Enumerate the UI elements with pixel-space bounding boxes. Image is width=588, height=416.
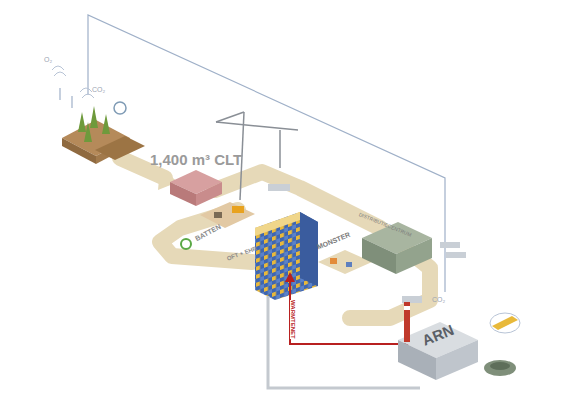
illustration-label: WARMTENET (289, 300, 296, 339)
heat-line (285, 272, 410, 344)
arn-plant (398, 302, 478, 380)
illustration-label: 1,400 m³ CLT (150, 152, 242, 169)
illustration-label: MONSTER (316, 231, 351, 251)
forest (62, 102, 145, 164)
tank (490, 362, 510, 370)
air-symbol (52, 66, 94, 98)
cycle-line (60, 15, 445, 292)
truck (268, 184, 290, 191)
recycle-symbol (181, 239, 191, 249)
label-text: WARMTENET (290, 300, 296, 339)
label-text: CO₂ (92, 86, 105, 93)
label-text: MONSTER (316, 231, 351, 251)
label-text: O₂ (44, 56, 52, 63)
illustration-label: CO₂ (92, 86, 105, 94)
site (200, 202, 255, 228)
clt-factory (170, 170, 222, 206)
return-line (268, 296, 420, 388)
bus (492, 316, 518, 330)
label-text: CO₂ (432, 296, 445, 303)
truck (402, 296, 422, 303)
label-text: 1,400 m³ CLT (150, 151, 242, 168)
timber-building (255, 212, 318, 300)
bus-ring (490, 313, 520, 333)
warehouse (362, 222, 466, 274)
tank (484, 360, 516, 376)
illustration-label: O₂ (44, 56, 52, 64)
illustration-label: CO₂ (432, 296, 445, 304)
